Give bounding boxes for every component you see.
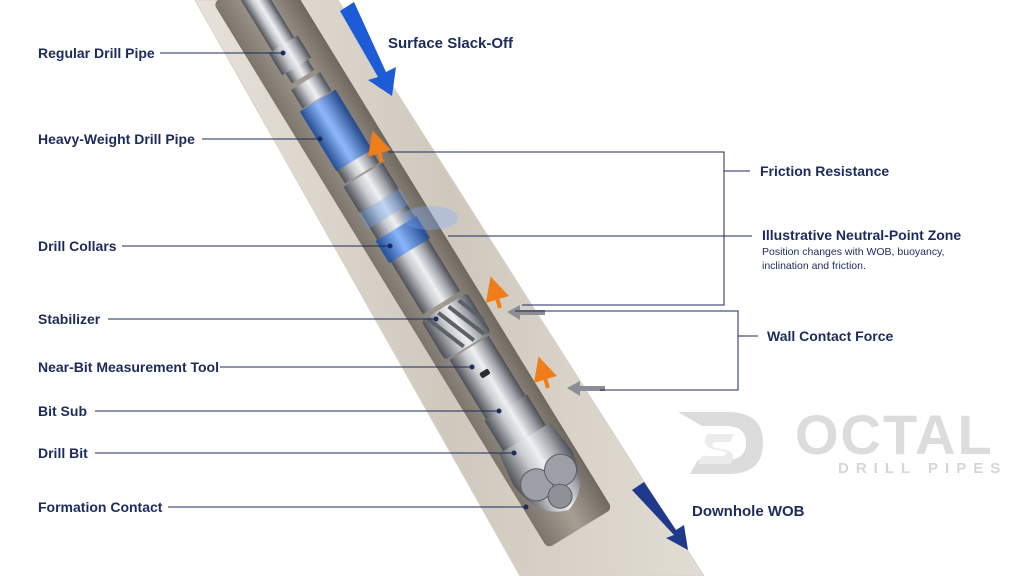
label-regular-drill-pipe: Regular Drill Pipe	[38, 45, 155, 61]
friction-arrow-2	[485, 276, 509, 309]
label-heavy-weight-drill-pipe: Heavy-Weight Drill Pipe	[38, 131, 195, 147]
neutral-point-band	[375, 215, 431, 264]
leader-lines-left	[95, 50, 529, 510]
label-wall-contact-force: Wall Contact Force	[767, 328, 894, 344]
logo-mark	[678, 412, 763, 474]
hwdp-highlight	[299, 89, 373, 172]
label-downhole-wob: Downhole WOB	[692, 503, 805, 520]
wall-force-arrow-1	[507, 305, 545, 320]
label-drill-collars: Drill Collars	[38, 238, 117, 254]
friction-arrow-3	[533, 356, 557, 389]
logo-tagline: DRILL PIPES	[838, 460, 1008, 477]
downhole-wob-arrow	[632, 482, 688, 550]
label-near-bit-measurement-tool: Near-Bit Measurement Tool	[38, 359, 219, 375]
label-drill-bit: Drill Bit	[38, 445, 88, 461]
friction-arrow-1	[367, 130, 391, 163]
near-bit-measurement-tool	[449, 335, 526, 420]
drill-collars	[360, 188, 461, 315]
leader-lines-right	[388, 151, 758, 391]
label-formation-contact: Formation Contact	[38, 499, 163, 515]
surface-slack-off-arrow	[340, 2, 396, 96]
logo-name: OCTAL	[795, 403, 994, 466]
label-bit-sub: Bit Sub	[38, 403, 87, 419]
label-stabilizer: Stabilizer	[38, 311, 101, 327]
label-neutral-point-zone: Illustrative Neutral-Point Zone	[762, 227, 962, 243]
label-friction-resistance: Friction Resistance	[760, 163, 890, 179]
neutral-point-note: Position changes with WOB, buoyancy, inc…	[762, 246, 945, 272]
wall-force-arrow-2	[567, 381, 605, 396]
tool-joint	[268, 35, 312, 76]
bit-sub	[484, 394, 546, 452]
label-surface-slack-off: Surface Slack-Off	[388, 35, 514, 52]
